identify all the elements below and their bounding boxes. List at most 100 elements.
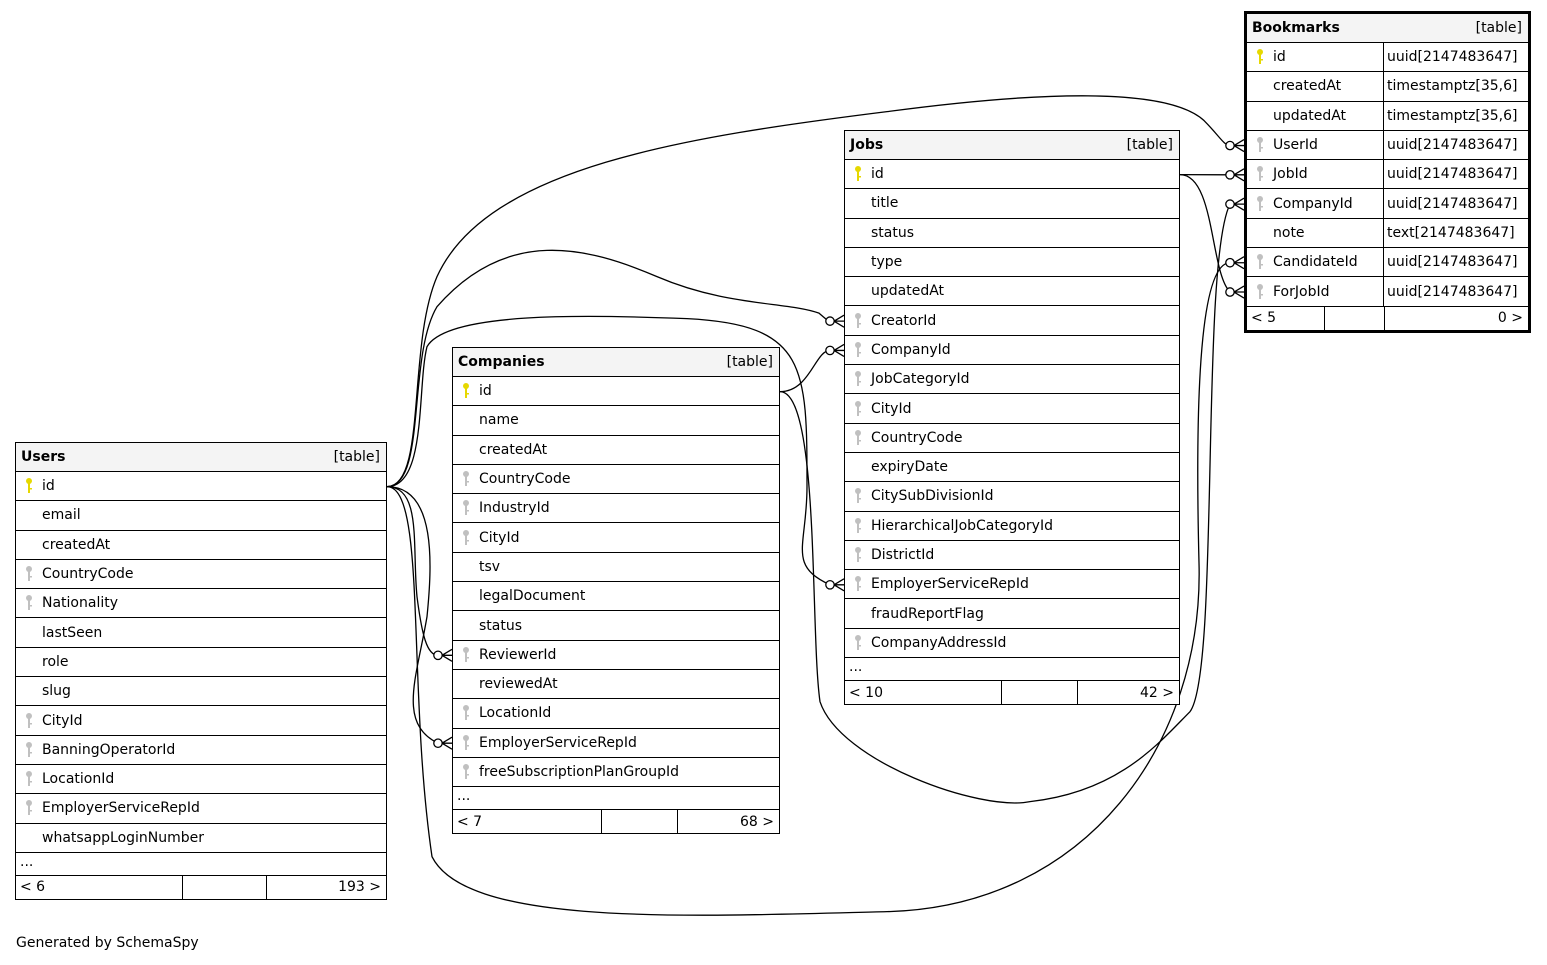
column-row[interactable]: lastSeen [16, 618, 386, 648]
crows-foot-icon [441, 736, 453, 750]
column-name: role [42, 653, 69, 670]
column-row[interactable]: id [453, 377, 779, 407]
column-row[interactable]: CompanyId [845, 336, 1179, 366]
foreign-key-icon [16, 794, 42, 822]
column-row[interactable]: type [845, 248, 1179, 278]
column-row[interactable]: title [845, 189, 1179, 219]
children-count[interactable]: 68 > [740, 813, 774, 830]
no-key-spacer [16, 501, 42, 529]
column-row[interactable]: HierarchicalJobCategoryId [845, 512, 1179, 541]
foreign-key-icon [1247, 160, 1273, 188]
column-row[interactable]: CityId [16, 706, 386, 736]
column-row[interactable]: slug [16, 677, 386, 707]
column-row[interactable]: legalDocument [453, 582, 779, 612]
column-row[interactable]: email [16, 501, 386, 531]
column-name: slug [42, 683, 71, 700]
table-name[interactable]: Users [21, 449, 66, 465]
table-name[interactable]: Bookmarks [1252, 20, 1340, 36]
column-row[interactable]: createdAt [453, 436, 779, 465]
no-key-spacer [845, 219, 871, 247]
parents-count[interactable]: < 5 [1247, 306, 1325, 330]
column-row[interactable]: reviewedAt [453, 670, 779, 700]
table-header[interactable]: Users [table] [16, 443, 386, 472]
primary-key-icon [453, 377, 479, 405]
column-row[interactable]: ReviewerId [453, 641, 779, 670]
foreign-key-icon [845, 306, 871, 334]
children-count[interactable]: 193 > [338, 879, 381, 896]
column-row[interactable]: status [453, 611, 779, 641]
column-row[interactable]: CountryCode [16, 560, 386, 590]
foreign-key-icon [453, 494, 479, 522]
no-key-spacer [16, 531, 42, 559]
column-row[interactable]: updatedAt [845, 277, 1179, 307]
column-row[interactable]: CompanyAddressId [845, 629, 1179, 659]
column-row[interactable]: role [16, 648, 386, 678]
parents-count[interactable]: < 10 [845, 681, 1002, 705]
column-row[interactable]: id [845, 160, 1179, 190]
column-row[interactable]: Nationality [16, 589, 386, 619]
column-row[interactable]: EmployerServiceRepId [16, 794, 386, 824]
column-name: CitySubDivisionId [871, 488, 994, 505]
table-name[interactable]: Jobs [850, 137, 884, 153]
column-name: CityId [479, 529, 520, 546]
column-row[interactable]: name [453, 406, 779, 436]
column-row[interactable]: CitySubDivisionId [845, 482, 1179, 512]
optional-circle-icon [1225, 169, 1235, 180]
column-row[interactable]: status [845, 219, 1179, 248]
table-header[interactable]: Companies [table] [453, 348, 779, 377]
column-row[interactable]: CreatorId [845, 306, 1179, 336]
column-row[interactable]: CityId [453, 523, 779, 553]
column-row[interactable]: LocationId [453, 699, 779, 729]
parents-count[interactable]: < 6 [16, 875, 183, 899]
crows-foot-icon [833, 578, 845, 592]
column-row[interactable]: CountryCode [453, 465, 779, 495]
table-header[interactable]: Jobs [table] [845, 131, 1179, 160]
column-row[interactable]: whatsappLoginNumber [16, 824, 386, 853]
column-row[interactable]: tsv [453, 553, 779, 583]
column-row[interactable]: CountryCode [845, 424, 1179, 453]
column-name: fraudReportFlag [871, 605, 984, 622]
column-row[interactable]: DistrictId [845, 541, 1179, 571]
column-name: JobCategoryId [871, 371, 970, 388]
table-name[interactable]: Companies [458, 354, 545, 370]
column-row[interactable]: JobCategoryId [845, 365, 1179, 395]
column-row[interactable]: freeSubscriptionPlanGroupId [453, 758, 779, 788]
footer-spacer [1002, 681, 1078, 705]
column-type: text[2147483647] [1383, 218, 1528, 248]
column-row[interactable]: expiryDate [845, 453, 1179, 483]
no-key-spacer [845, 189, 871, 217]
table-kind: [table] [1126, 137, 1173, 153]
column-row[interactable]: id [16, 472, 386, 502]
column-row[interactable]: BanningOperatorId [16, 736, 386, 765]
column-row[interactable]: LocationId [16, 765, 386, 795]
optional-circle-icon [433, 650, 443, 661]
foreign-key-icon [16, 736, 42, 764]
column-row[interactable]: EmployerServiceRepId [845, 570, 1179, 600]
column-row[interactable]: fraudReportFlag [845, 599, 1179, 629]
children-count[interactable]: 0 > [1497, 310, 1523, 327]
column-row[interactable]: IndustryId [453, 494, 779, 524]
column-row[interactable]: createdAt [16, 531, 386, 560]
column-name: JobId [1273, 166, 1308, 183]
table-kind: [table] [1475, 20, 1522, 36]
children-count[interactable]: 42 > [1140, 684, 1174, 701]
column-row[interactable]: EmployerServiceRepId [453, 729, 779, 758]
table-header[interactable]: Bookmarks [table] [1247, 14, 1528, 43]
column-row[interactable]: CityId [845, 394, 1179, 424]
column-name: freeSubscriptionPlanGroupId [479, 764, 680, 780]
parents-count[interactable]: < 7 [453, 810, 602, 834]
